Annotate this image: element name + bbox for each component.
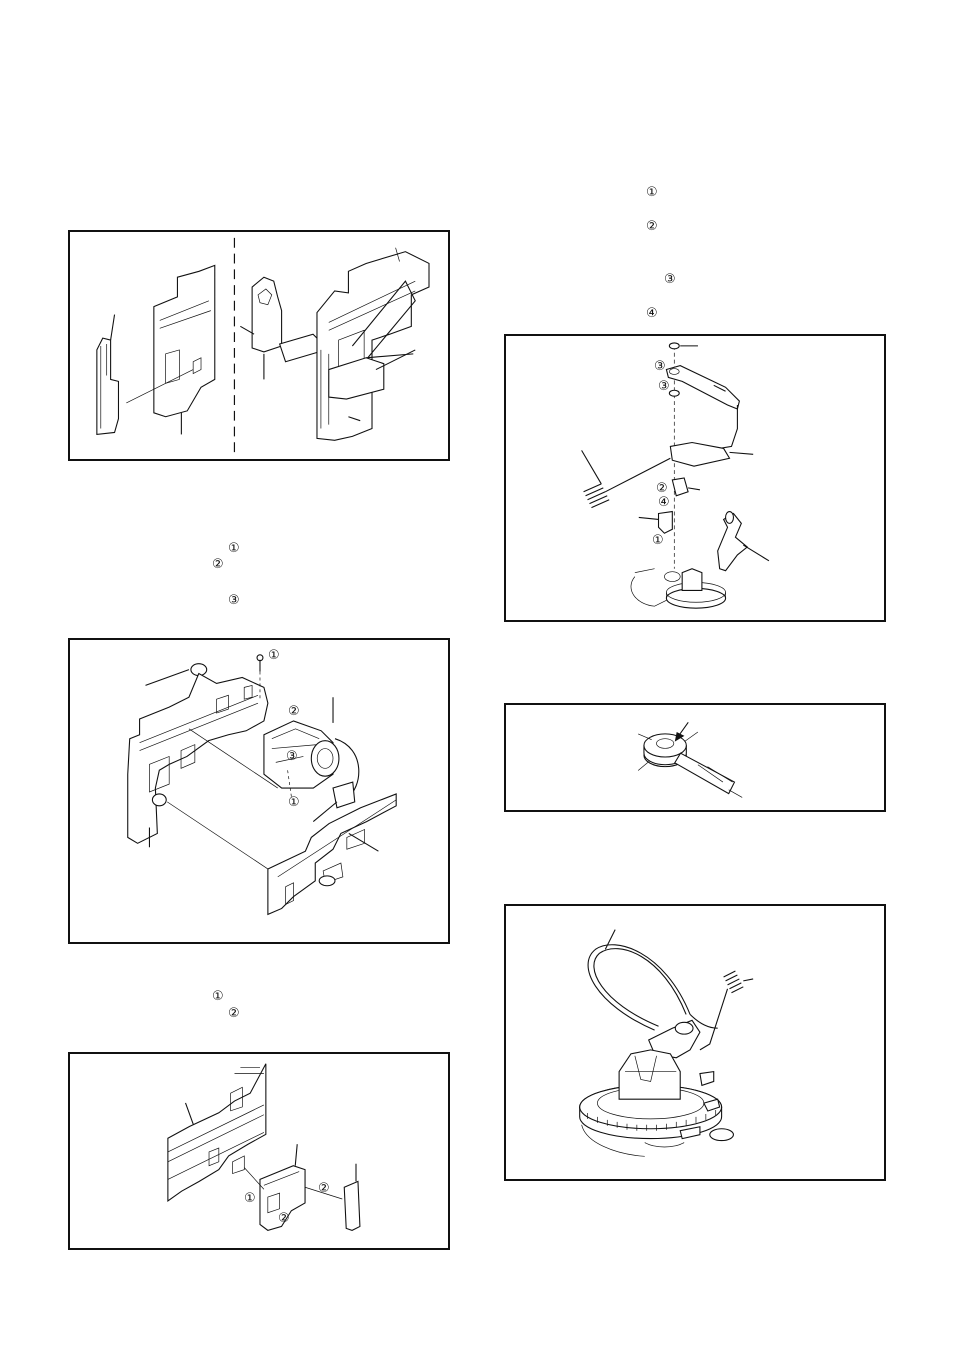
step-marker-r1: ① [646, 186, 658, 200]
lever-gear-drawing [506, 336, 884, 620]
step-marker-r3: ③ [664, 273, 676, 287]
fig-c-mark-2-right: ② [318, 1182, 330, 1196]
fig-b-mark-3: ③ [286, 750, 298, 764]
fig-b-mark-1-bottom: ① [288, 796, 300, 810]
fig-d-mark-1: ① [652, 534, 664, 548]
fig-b-mark-2: ② [288, 705, 300, 719]
motor-assembly-drawing [70, 640, 448, 942]
belt-gear-drawing [506, 906, 884, 1179]
step-marker-2b: ② [228, 1007, 240, 1021]
figure-head-bracket: ① ② ② [68, 1052, 450, 1250]
fig-d-mark-2: ② [656, 482, 668, 496]
step-marker-r4: ④ [646, 307, 658, 321]
figure-motor-assembly: ① ② ③ ① [68, 638, 450, 944]
figure-belt-gear [504, 904, 886, 1181]
step-marker-1b: ① [212, 990, 224, 1004]
fig-c-mark-1: ① [244, 1192, 256, 1206]
fig-c-mark-2-lower: ② [278, 1212, 290, 1226]
fig-d-mark-4: ④ [658, 496, 670, 510]
fig-d-mark-3-lower: ③ [658, 380, 670, 394]
step-marker-r2: ② [646, 220, 658, 234]
step-marker-3: ③ [228, 594, 240, 608]
figure-chassis-bracket [68, 230, 450, 461]
chassis-bracket-drawing [70, 232, 448, 459]
step-marker-1: ① [228, 542, 240, 556]
fig-b-mark-1-top: ① [268, 649, 280, 663]
fig-d-mark-3-upper: ③ [654, 360, 666, 374]
step-marker-2: ② [212, 558, 224, 572]
figure-cam-detail [504, 703, 886, 812]
figure-lever-gear: ③ ③ ② ④ ① [504, 334, 886, 622]
cam-detail-drawing [506, 705, 884, 810]
head-bracket-drawing [70, 1054, 448, 1248]
